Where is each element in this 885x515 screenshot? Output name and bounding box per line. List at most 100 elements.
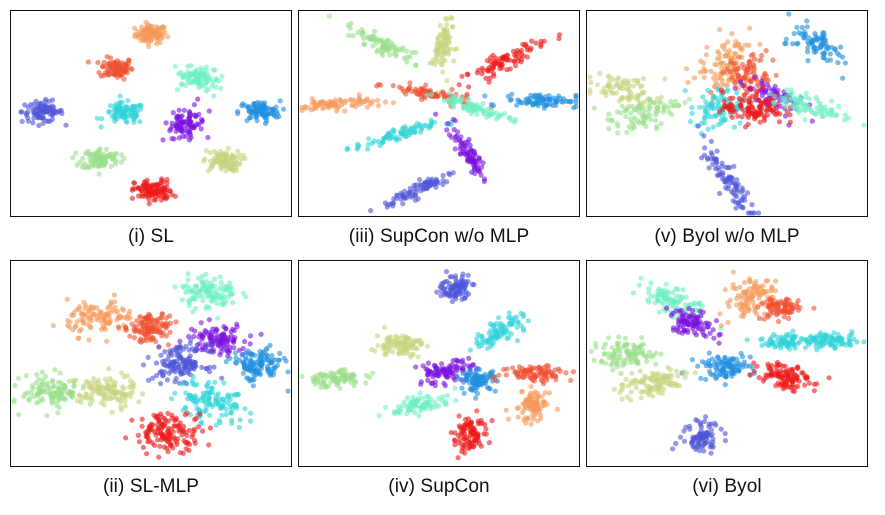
panel-sl: (i) SL [10,10,302,262]
scatter-point [207,158,214,164]
scatter-point [783,103,789,109]
scatter-point [720,89,726,95]
scatter-point [90,163,96,169]
scatter-point [405,395,411,401]
scatter-point [217,284,224,291]
scatter-point [727,102,733,108]
scatter-point [159,311,165,317]
scatter-point [461,379,467,385]
scatter-point [131,116,137,122]
scatter-point [104,54,110,60]
panel-sl-mlp: (ii) SL-MLP [10,260,302,512]
scatter-point [762,89,768,95]
plot-frame [10,10,292,217]
scatter-point [392,51,398,57]
scatter-point [706,165,712,171]
scatter-point [607,79,613,85]
scatter-point [746,300,752,307]
scatter-point [195,275,202,281]
scatter-point [481,380,487,386]
scatter-point [733,50,739,56]
scatter-point [813,94,819,101]
cluster-indigo [18,96,69,129]
scatter-point [299,373,305,379]
scatter-point [391,43,397,49]
scatter-point [733,205,739,211]
scatter-point [44,385,50,391]
scatter-point [772,111,778,118]
scatter-point [643,124,649,130]
scatter-point [458,134,464,140]
scatter-point [169,396,175,402]
scatter-point [751,74,757,80]
scatter-point [658,121,664,127]
scatter-point [85,59,91,65]
scatter-point [374,48,380,55]
scatter-point [119,152,125,158]
scatter-point [220,404,226,410]
scatter-point [189,346,195,352]
scatter-point [451,58,457,64]
scatter-point [403,133,409,139]
scatter-point [211,93,217,99]
scatter-point [175,436,181,442]
scatter-point [154,422,161,428]
scatter-point [217,274,223,280]
scatter-point [192,305,199,311]
scatter-point [655,104,661,110]
scatter-point [636,282,642,288]
scatter-point [64,296,70,302]
scatter-point [691,301,697,308]
scatter-point [444,392,451,398]
scatter-point [203,88,209,94]
scatter-point [533,40,539,46]
scatter-point [539,393,545,399]
scatter-point [106,366,112,372]
scatter-point [133,112,139,118]
scatter-point [63,122,69,128]
scatter-point [251,372,257,379]
scatter-point [142,332,149,338]
scatter-point [205,134,211,141]
scatter-point [191,333,197,340]
scatter-point [109,307,116,313]
scatter-point [124,314,130,320]
scatter-point [463,148,470,154]
scatter-point [163,333,169,339]
scatter-point [269,357,275,363]
scatter-point [825,111,831,117]
scatter-point [106,108,112,115]
cluster-redorange [115,311,179,350]
scatter-point [96,70,102,76]
scatter-point [213,335,219,341]
scatter-point [514,324,520,330]
scatter-point [143,24,150,30]
scatter-point [743,69,749,75]
scatter-point [88,158,94,164]
scatter-point [217,148,223,154]
scatter-point [160,322,166,328]
scatter-point [50,323,56,329]
scatter-point [511,58,517,64]
scatter-point [145,377,152,383]
scatter-point [459,291,465,297]
scatter-point [630,290,637,296]
scatter-point [214,158,220,164]
scatter-point [830,112,836,119]
scatter-point [129,321,135,327]
scatter-point [629,103,635,109]
scatter-point [263,347,269,353]
scatter-point [180,407,186,413]
scatter-point [39,108,45,114]
scatter-point [739,185,745,191]
scatter-point [216,293,222,299]
scatter-point [170,110,176,116]
cluster-indigo [368,170,456,214]
cluster-lightgreen [70,146,127,177]
scatter-point [145,37,151,43]
scatter-point [512,116,518,122]
scatter-point [738,79,744,85]
scatter-point [104,380,110,386]
scatter-point [214,327,220,333]
scatter-point [607,87,613,93]
